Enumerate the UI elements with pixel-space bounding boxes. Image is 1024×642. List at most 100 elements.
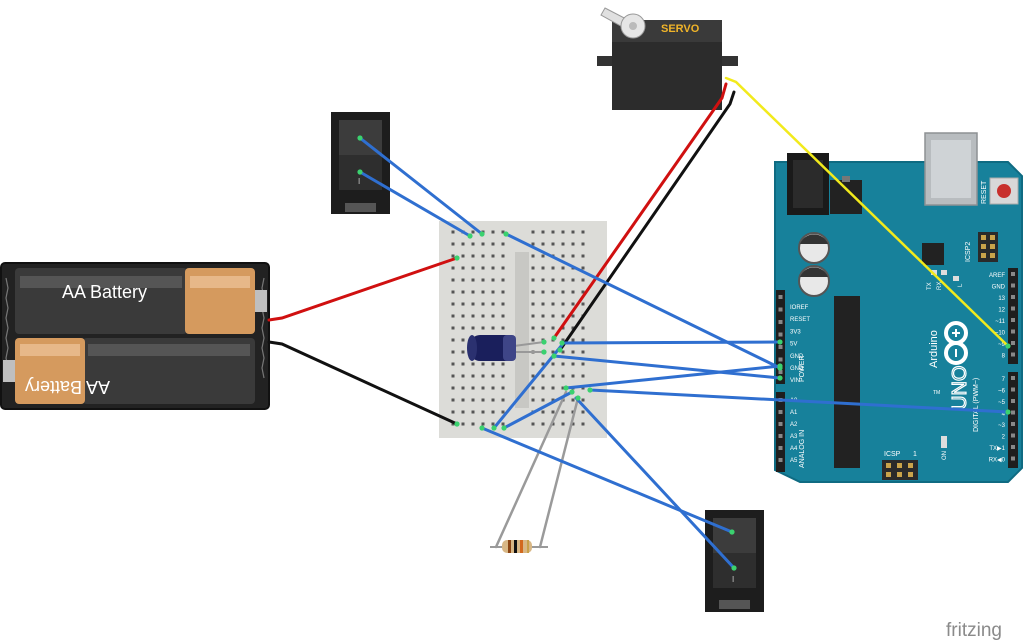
breadboard-hole (561, 326, 565, 330)
wire-endpoint (501, 425, 507, 431)
breadboard-hole (551, 230, 555, 234)
breadboard-hole (501, 398, 505, 402)
wire-endpoint (467, 233, 473, 239)
breadboard-hole (551, 410, 555, 414)
wire-black-battery (267, 340, 459, 426)
breadboard-hole (581, 230, 585, 234)
wire-endpoint (569, 389, 575, 395)
digital-pin-label: 8 (1002, 354, 1006, 360)
breadboard-hole (581, 290, 585, 294)
breadboard-hole (501, 290, 505, 294)
digital-pin-label: 13 (998, 296, 1005, 302)
breadboard-hole (571, 374, 575, 378)
breadboard-hole (561, 386, 565, 390)
breadboard-hole (581, 386, 585, 390)
breadboard-hole (491, 278, 495, 282)
breadboard-hole (471, 230, 475, 234)
wire-blue (492, 343, 564, 430)
breadboard-hole (501, 266, 505, 270)
breadboard-hole (491, 230, 495, 234)
breadboard-hole (491, 386, 495, 390)
breadboard-hole (491, 266, 495, 270)
wires (267, 76, 1010, 570)
breadboard-hole (581, 266, 585, 270)
breadboard-hole (561, 290, 565, 294)
header-hole (778, 307, 783, 312)
analog-pin-label: A4 (790, 446, 798, 452)
digital-header-bottom (1008, 372, 1018, 468)
wire-endpoint (503, 231, 509, 237)
breadboard-hole (561, 314, 565, 318)
wire-endpoint (491, 425, 497, 431)
breadboard-hole (461, 302, 465, 306)
digital-pin-label: 7 (1002, 377, 1006, 383)
rx-led-label: RX (937, 282, 943, 290)
wire-blue (504, 232, 782, 370)
breadboard-hole (541, 422, 545, 426)
header-hole (1011, 456, 1015, 461)
breadboard-hole (451, 326, 455, 330)
breadboard-hole (531, 230, 535, 234)
battery-cell-top-label: AA Battery (62, 282, 147, 302)
breadboard-hole (541, 290, 545, 294)
breadboard-hole (501, 230, 505, 234)
breadboard-hole (531, 278, 535, 282)
breadboard-hole (451, 314, 455, 318)
breadboard-hole (451, 302, 455, 306)
header-hole (1011, 352, 1015, 357)
breadboard-hole (501, 410, 505, 414)
breadboard-hole (531, 422, 535, 426)
wire-endpoint (454, 421, 460, 427)
breadboard-hole (561, 302, 565, 306)
header-hole (1011, 283, 1015, 288)
power-pin-label: VIN (790, 378, 800, 384)
wire-endpoint (575, 395, 581, 401)
breadboard-hole (461, 266, 465, 270)
breadboard-hole (561, 374, 565, 378)
digital-pin-label: ~9 (998, 342, 1006, 348)
breadboard-hole (541, 326, 545, 330)
breadboard-hole (571, 338, 575, 342)
breadboard-hole (581, 422, 585, 426)
breadboard-hole (531, 362, 535, 366)
breadboard-hole (561, 266, 565, 270)
rocker-switch-top[interactable]: I (331, 112, 390, 214)
breadboard-hole (541, 278, 545, 282)
breadboard-hole (471, 266, 475, 270)
breadboard-hole (551, 278, 555, 282)
right-header-holes (1011, 272, 1015, 461)
tx-led-label: TX (927, 282, 933, 290)
breadboard-hole (551, 290, 555, 294)
breadboard-hole (581, 362, 585, 366)
wire-blue (358, 170, 472, 238)
breadboard-hole (501, 314, 505, 318)
breadboard-hole (581, 254, 585, 258)
breadboard-hole (551, 422, 555, 426)
breadboard-hole (491, 314, 495, 318)
breadboard-hole (481, 422, 485, 426)
breadboard-hole (541, 266, 545, 270)
connection-endpoints (357, 135, 1011, 571)
wire-endpoint (479, 425, 485, 431)
analog-pin-label: A1 (790, 410, 798, 416)
electrolytic-capacitor (467, 335, 545, 361)
breadboard-hole (571, 278, 575, 282)
wire-endpoint (559, 340, 565, 346)
breadboard-hole (471, 374, 475, 378)
breadboard-hole (571, 350, 575, 354)
wire-blue (358, 136, 484, 236)
wire-red-battery (267, 256, 459, 322)
breadboard-hole (561, 254, 565, 258)
breadboard-hole (571, 410, 575, 414)
breadboard-hole (471, 302, 475, 306)
wire-blue (552, 354, 782, 380)
breadboard-hole (581, 242, 585, 246)
wire-endpoint (731, 565, 737, 571)
wire-endpoint (777, 363, 783, 369)
wire-endpoint (729, 529, 735, 535)
breadboard-hole (571, 230, 575, 234)
digital-pin-label: RX◀0 (989, 458, 1006, 464)
breadboard-hole (581, 410, 585, 414)
wire-blue (574, 396, 736, 570)
